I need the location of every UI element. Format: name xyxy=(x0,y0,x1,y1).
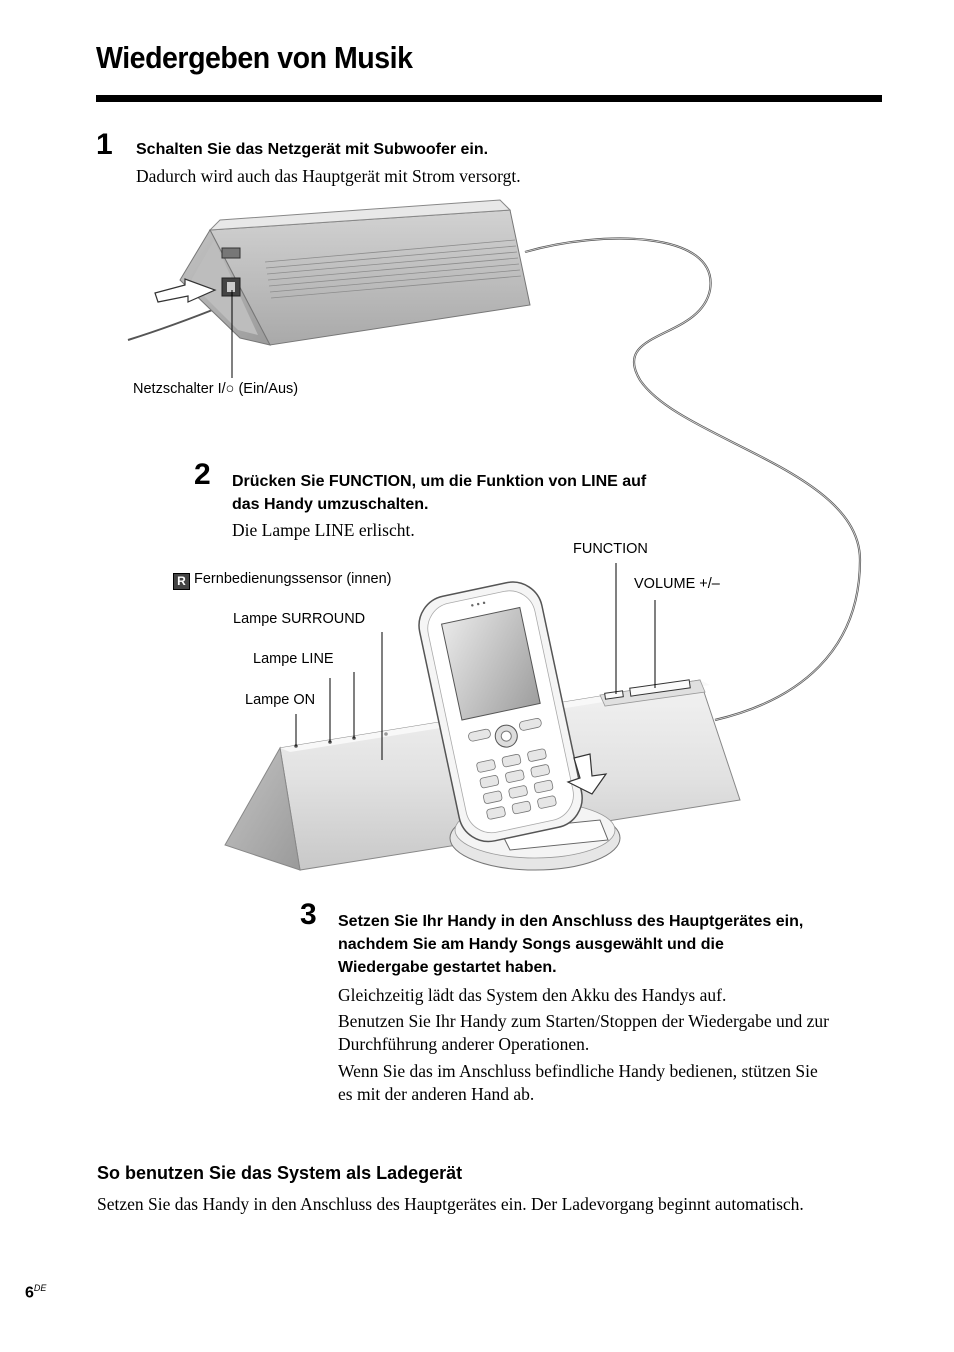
lamp-surround-label: Lampe SURROUND xyxy=(233,611,366,627)
step-3-para-1: Gleichzeitig lädt das System den Akku de… xyxy=(338,985,727,1005)
title-rule xyxy=(96,95,882,102)
insert-arrow xyxy=(566,753,608,795)
remote-sensor-text: Fernbedienungssensor (innen) xyxy=(194,571,392,587)
press-arrow xyxy=(154,278,217,303)
step-3-heading-line-1: Setzen Sie Ihr Handy in den Anschluss de… xyxy=(338,913,804,930)
page-number: 6DE xyxy=(25,1283,46,1302)
subwoofer-unit xyxy=(179,199,531,346)
step-2-number: 2 xyxy=(194,458,211,491)
step-3-heading-line-3: Wiedergabe gestartet haben. xyxy=(338,959,557,976)
step-3-para-3-line-1: Wenn Sie das im Anschluss befindliche Ha… xyxy=(338,1061,818,1081)
step-3-para-2-line-2: Durchführung anderer Operationen. xyxy=(338,1034,590,1054)
step-3-para-2: Benutzen Sie Ihr Handy zum Starten/Stopp… xyxy=(338,1010,829,1056)
volume-label: VOLUME +/– xyxy=(634,576,720,592)
lamp-on-label: Lampe ON xyxy=(245,692,316,708)
step-3-para-3: Wenn Sie das im Anschluss befindliche Ha… xyxy=(338,1060,818,1106)
mobile-phone xyxy=(418,581,583,843)
remote-sensor-icon: R xyxy=(173,573,190,590)
step-2-heading-line-1: Drücken Sie FUNCTION, um die Funktion vo… xyxy=(232,473,647,490)
charger-heading: So benutzen Sie das System als Ladegerät xyxy=(97,1163,463,1183)
power-switch-label: Netzschalter I/○ (Ein/Aus) xyxy=(133,381,299,397)
volume-buttons xyxy=(629,679,691,697)
charger-text: Setzen Sie das Handy in den Anschluss de… xyxy=(97,1194,804,1214)
step-1-text: Dadurch wird auch das Hauptgerät mit Str… xyxy=(136,166,521,186)
step-3-para-2-line-1: Benutzen Sie Ihr Handy zum Starten/Stopp… xyxy=(338,1011,829,1031)
step-2-heading-line-2: das Handy umzuschalten. xyxy=(232,496,429,513)
step-2-text: Die Lampe LINE erlischt. xyxy=(232,520,415,540)
step-1-heading: Schalten Sie das Netzgerät mit Subwoofer… xyxy=(136,141,489,158)
step-3-number: 3 xyxy=(300,898,317,931)
page-language-suffix: DE xyxy=(33,1283,47,1293)
step-3-heading: Setzen Sie Ihr Handy in den Anschluss de… xyxy=(338,910,803,979)
step-1-number: 1 xyxy=(96,128,113,161)
function-label: FUNCTION xyxy=(573,541,648,557)
step-3-para-3-line-2: es mit der anderen Hand ab. xyxy=(338,1084,535,1104)
lamp-line-label: Lampe LINE xyxy=(253,651,334,667)
page-number-value: 6 xyxy=(25,1284,34,1302)
function-button xyxy=(604,690,624,700)
step-2-heading: Drücken Sie FUNCTION, um die Funktion vo… xyxy=(232,470,646,516)
step-3-heading-line-2: nachdem Sie am Handy Songs ausgewählt un… xyxy=(338,936,724,953)
page-title: Wiedergeben von Musik xyxy=(96,40,413,75)
